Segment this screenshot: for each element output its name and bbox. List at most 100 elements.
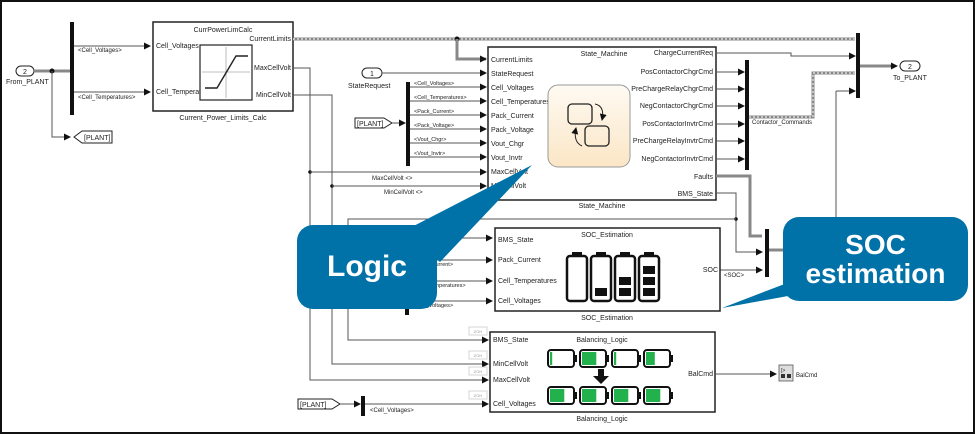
signal-label-pack-current: <Pack_Current> xyxy=(414,109,454,115)
port-currentlimits: CurrentLimits xyxy=(491,57,533,64)
to-plant-label: To_PLANT xyxy=(893,75,928,82)
port-poscontactorchgrcmd: PosContactorChgrCmd xyxy=(641,69,713,76)
logic-callout: Logic xyxy=(297,225,437,309)
battery-icon xyxy=(637,252,661,303)
plant-from-label: [PLANT] xyxy=(357,121,384,128)
block-title: State_Machine xyxy=(581,51,628,58)
port-staterequest: StateRequest xyxy=(491,71,533,78)
bus-creator-bms[interactable] xyxy=(765,229,769,277)
bal-cmd-goto-block[interactable]: [> xyxy=(778,364,794,382)
goto-block-glyph: [> xyxy=(781,368,785,374)
bus-selector-balancing[interactable] xyxy=(361,396,365,416)
port-max-cell-volt: MaxCellVolt xyxy=(254,65,291,72)
state-machine-caption: State_Machine xyxy=(579,203,626,210)
port-prechargerelayinvtrcmd: PreChargeRelayInvtrCmd xyxy=(633,138,713,145)
signal-label-cell-temperatures: <Cell_Temperatures> xyxy=(414,95,467,101)
port-bms-state: BMS_State xyxy=(498,237,534,244)
battery-icon xyxy=(565,252,589,303)
down-arrow-icon xyxy=(593,369,609,384)
max-cell-volt-signal-label: MaxCellVolt <> xyxy=(372,176,413,182)
stateflow-chart-icon xyxy=(547,84,631,168)
plant-from-tag[interactable]: [PLANT] xyxy=(354,117,393,129)
port-poscontactorinvtrcmd: PosContactorInvtrCmd xyxy=(642,121,713,128)
port-pack-voltage: Pack_Voltage xyxy=(491,127,534,134)
from-plant-label: From_PLANT xyxy=(6,79,50,86)
power-limits-caption: Current_Power_Limits_Calc xyxy=(179,115,267,122)
zoh-block[interactable]: ZOH xyxy=(468,326,488,336)
zoh-block[interactable]: ZOH xyxy=(468,390,488,400)
port-negcontactorinvtrcmd: NegContactorInvtrCmd xyxy=(641,156,713,163)
port-bms-state: BMS_State xyxy=(493,337,529,344)
plant-from-label-2: [PLANT] xyxy=(300,402,327,409)
battery-icon xyxy=(613,252,637,303)
bal-cell-voltages-label: <Cell_Voltages> xyxy=(370,408,414,414)
port-faults: Faults xyxy=(694,174,714,181)
zoh-label: ZOH xyxy=(474,329,483,334)
bus-creator-contactors[interactable] xyxy=(745,60,749,170)
battery-icon xyxy=(547,386,577,405)
logic-callout-text: Logic xyxy=(327,250,407,284)
port-prechargerelaychgrcmd: PreChargeRelayChgrCmd xyxy=(631,86,713,93)
min-cell-volt-signal-label: MinCellVolt <> xyxy=(384,190,423,196)
port-min-cell-volt: MinCellVolt xyxy=(256,92,291,99)
signal-label-cell-voltages: <Cell_Voltages> xyxy=(414,81,454,87)
battery-icon xyxy=(579,349,609,368)
port-current-limits: CurrentLimits xyxy=(249,36,291,43)
plant-from-tag-2[interactable]: [PLANT] xyxy=(297,398,341,410)
block-title: Balancing_Logic xyxy=(576,337,628,344)
port-negcontactorchgrcmd: NegContactorChgrCmd xyxy=(640,103,713,110)
signal-label-cell-voltages: <Cell_Voltages> xyxy=(413,303,453,309)
bal-cmd-label: BalCmd xyxy=(796,373,817,379)
battery-level-icons xyxy=(565,252,661,303)
port-bal-cmd: BalCmd xyxy=(688,371,713,378)
signal-label-pack-voltage: <Pack_Voltage> xyxy=(414,123,454,129)
to-plant-port-number: 2 xyxy=(908,64,912,71)
from-plant-port-number: 2 xyxy=(23,69,27,76)
signal-label-vout-chgr: <Vout_Chgr> xyxy=(414,137,446,143)
soc-estimation-caption: SOC_Estimation xyxy=(581,315,633,322)
battery-icon xyxy=(611,386,641,405)
signal-label-cell-temperatures: <Cell_Temperatures> xyxy=(413,283,466,289)
battery-icon xyxy=(611,349,641,368)
state-request-label: StateRequest xyxy=(348,83,390,90)
contactor-commands-label: Contactor_Commands xyxy=(752,120,812,126)
bus-selector-left[interactable] xyxy=(70,22,74,115)
port-cell-temperat: Cell_Temperat xyxy=(156,89,201,96)
balancing-caption: Balancing_Logic xyxy=(576,416,628,423)
block-title: SOC_Estimation xyxy=(581,232,633,239)
plant-goto-tag[interactable]: [PLANT] xyxy=(73,130,113,144)
port-vout-invtr: Vout_Invtr xyxy=(491,155,523,162)
cell-voltages-signal-label: <Cell_Voltages> xyxy=(78,48,122,54)
signal-label-vout-invtr: <Vout_Invtr> xyxy=(414,151,445,157)
zoh-label: ZOH xyxy=(474,369,483,374)
battery-icon xyxy=(589,252,613,303)
soc-signal-label: <SOC> xyxy=(724,273,745,279)
zoh-label: ZOH xyxy=(474,393,483,398)
port-cell-voltages: Cell_Voltages xyxy=(156,43,199,50)
bus-selector-state-machine[interactable] xyxy=(406,82,410,166)
plant-goto-label: [PLANT] xyxy=(84,135,111,142)
port-vout-chgr: Vout_Chgr xyxy=(491,141,525,148)
port-cell-voltages: Cell_Voltages xyxy=(493,401,536,408)
port-chargecurrentreq: ChargeCurrentReq xyxy=(654,50,713,57)
current-power-limits-block[interactable]: CurrPowerLimCalc Cell_Voltages Cell_Temp… xyxy=(152,21,294,112)
port-pack-current: Pack_Current xyxy=(491,113,534,120)
port-cell-temperatures: Cell_Temperatures xyxy=(498,278,557,285)
zoh-block[interactable]: ZOH xyxy=(468,350,488,360)
battery-icon xyxy=(547,349,577,368)
soc-estimation-block[interactable]: SOC_Estimation BMS_StatePack_CurrentCell… xyxy=(494,227,721,312)
port-maxcellvolt: MaxCellVolt xyxy=(491,169,528,176)
port-cell-voltages: Cell_Voltages xyxy=(498,298,541,305)
balancing-battery-icons xyxy=(547,349,673,405)
port-cell-temperatures: Cell_Temperatures xyxy=(491,99,550,106)
zoh-block[interactable]: ZOH xyxy=(468,366,488,376)
port-maxcellvolt: MaxCellVolt xyxy=(493,377,530,384)
soc-callout: SOC estimation xyxy=(783,217,968,301)
to-plant-outport[interactable]: 2 To_PLANT xyxy=(893,60,928,82)
battery-icon xyxy=(643,349,673,368)
bus-creator-to-plant[interactable] xyxy=(856,33,860,98)
port-cell-voltages: Cell_Voltages xyxy=(491,85,534,92)
balancing-logic-block[interactable]: Balancing_Logic BMS_StateMinCellVoltMaxC… xyxy=(489,331,716,413)
state-request-port-number: 1 xyxy=(370,71,374,78)
